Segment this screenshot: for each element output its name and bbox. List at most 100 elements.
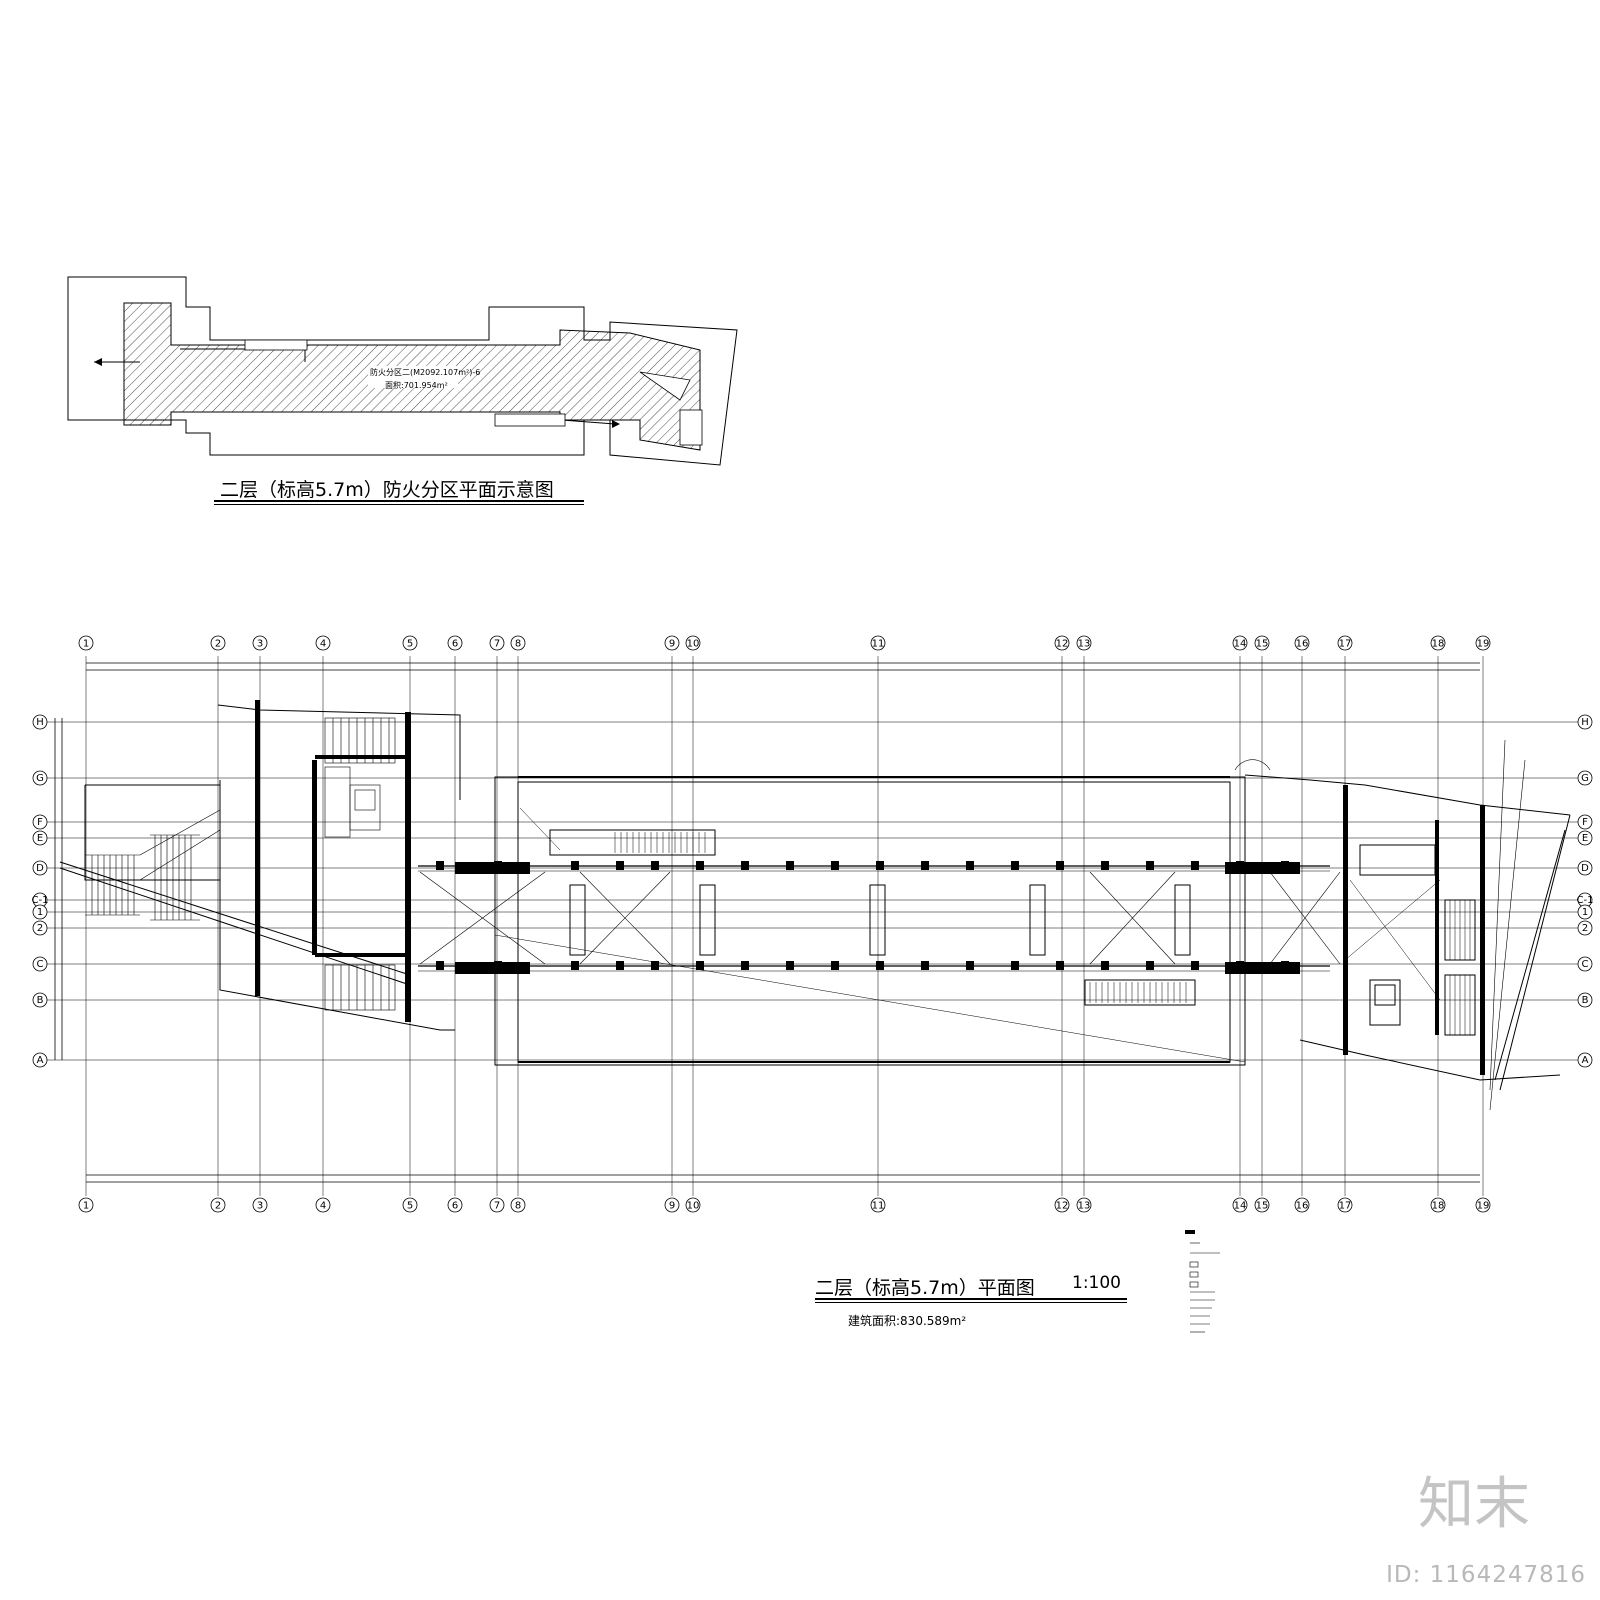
axis-label-col: 6: [452, 1201, 458, 1212]
axis-label-row: G: [36, 773, 44, 784]
column-block: [876, 861, 884, 870]
axis-label-col: 8: [515, 1201, 521, 1212]
zone-area-label: 面积:701.954m²: [385, 381, 448, 390]
main-plan-title: 二层（标高5.7m）平面图: [815, 1277, 1035, 1299]
building-area-text: 建筑面积:830.589m²: [848, 1314, 967, 1328]
axis-label-col: 7: [494, 639, 500, 650]
axis-bubble-col: [870, 1197, 886, 1213]
axis-label-col: 10: [687, 639, 700, 650]
axis-label-col: 2: [215, 639, 221, 650]
axis-label-col: 14: [1234, 1201, 1247, 1212]
axis-label-col: 15: [1256, 639, 1269, 650]
axis-bubble-row: [1577, 830, 1593, 846]
axis-label-row: A: [37, 1055, 44, 1066]
axis-label-col: 6: [452, 639, 458, 650]
axis-bubble-row: [32, 830, 48, 846]
axis-bubble-row: [1577, 920, 1593, 936]
axis-label-col: 16: [1296, 639, 1309, 650]
axis-label-row: C-1: [32, 895, 49, 906]
axis-bubble-col: [664, 635, 680, 651]
column-block: [436, 961, 444, 970]
column-block: [1146, 861, 1154, 870]
axis-bubble-col: [402, 1197, 418, 1213]
axis-label-row: 1: [1582, 907, 1588, 918]
axis-label-col: 8: [515, 639, 521, 650]
axis-label-col: 2: [215, 1201, 221, 1212]
axis-label-col: 16: [1296, 1201, 1309, 1212]
right-wing: [1234, 739, 1571, 1111]
axis-label-col: 19: [1477, 639, 1490, 650]
axis-bubble-row: [1577, 814, 1593, 830]
axis-label-col: 3: [257, 639, 263, 650]
column-block: [1191, 961, 1199, 970]
axis-label-row: B: [1582, 995, 1589, 1006]
main-plan-title-underline-thin: [815, 1302, 1127, 1303]
column-block: [786, 961, 794, 970]
column-block: [616, 861, 624, 870]
column-block: [921, 961, 929, 970]
axis-bubble-col: [447, 635, 463, 651]
axis-label-col: 15: [1256, 1201, 1269, 1212]
column-block: [696, 961, 704, 970]
column-block: [571, 861, 579, 870]
column-block: [494, 961, 502, 970]
column-block: [616, 961, 624, 970]
axis-bubble-row: [1577, 904, 1593, 920]
axis-bubble-col: [315, 635, 331, 651]
axis-bubble-col: [1254, 1197, 1270, 1213]
axis-bubble-col: [664, 1197, 680, 1213]
axis-bubble-col: [1337, 1197, 1353, 1213]
axis-label-row: F: [37, 817, 43, 828]
axis-bubble-col: [1475, 1197, 1491, 1213]
axis-label-col: 9: [669, 1201, 675, 1212]
axis-bubble-row: [32, 860, 48, 876]
top-plan-title-underline-thin: [214, 504, 584, 505]
column-block: [1236, 961, 1244, 970]
axis-label-col: 5: [407, 1201, 413, 1212]
axis-label-row: 1: [37, 907, 43, 918]
columns: [436, 861, 1289, 970]
axis-bubble-col: [685, 1197, 701, 1213]
column-block: [831, 961, 839, 970]
axis-label-col: 3: [257, 1201, 263, 1212]
axis-bubble-col: [1294, 635, 1310, 651]
central-hall: [418, 776, 1341, 1066]
column-block: [741, 961, 749, 970]
axis-label-col: 7: [494, 1201, 500, 1212]
axis-label-col: 17: [1339, 1201, 1352, 1212]
main-plan-title-underline: [815, 1298, 1127, 1300]
axis-label-row: C: [1582, 959, 1589, 970]
axis-bubble-row: [1577, 1052, 1593, 1068]
axis-bubble-col: [1294, 1197, 1310, 1213]
axis-label-col: 12: [1056, 1201, 1069, 1212]
axis-label-col: 17: [1339, 639, 1352, 650]
dimension-lines: [54, 662, 1480, 1183]
axis-bubble-col: [1337, 635, 1353, 651]
axis-label-col: 11: [872, 639, 885, 650]
axis-label-row: B: [37, 995, 44, 1006]
axis-label-col: 4: [320, 639, 326, 650]
column-block: [876, 961, 884, 970]
top-plan-title-underline: [214, 500, 584, 502]
column-block: [1101, 861, 1109, 870]
axis-bubble-col: [78, 635, 94, 651]
column-block: [1236, 861, 1244, 870]
axis-bubble-col: [1054, 1197, 1070, 1213]
axis-label-col: 9: [669, 639, 675, 650]
axis-bubble-col: [1076, 635, 1092, 651]
axis-label-row: 2: [1582, 923, 1588, 934]
axis-label-row: A: [1582, 1055, 1589, 1066]
axis-label-col: 12: [1056, 639, 1069, 650]
axis-label-col: 11: [872, 1201, 885, 1212]
column-block: [1146, 961, 1154, 970]
column-block: [1011, 861, 1019, 870]
column-block: [1056, 961, 1064, 970]
axis-bubble-col: [870, 635, 886, 651]
axis-bubble-col: [78, 1197, 94, 1213]
axis-bubble-row: [1577, 992, 1593, 1008]
axis-bubble-col: [252, 1197, 268, 1213]
axis-bubble-col: [402, 635, 418, 651]
axis-label-row: C: [37, 959, 44, 970]
